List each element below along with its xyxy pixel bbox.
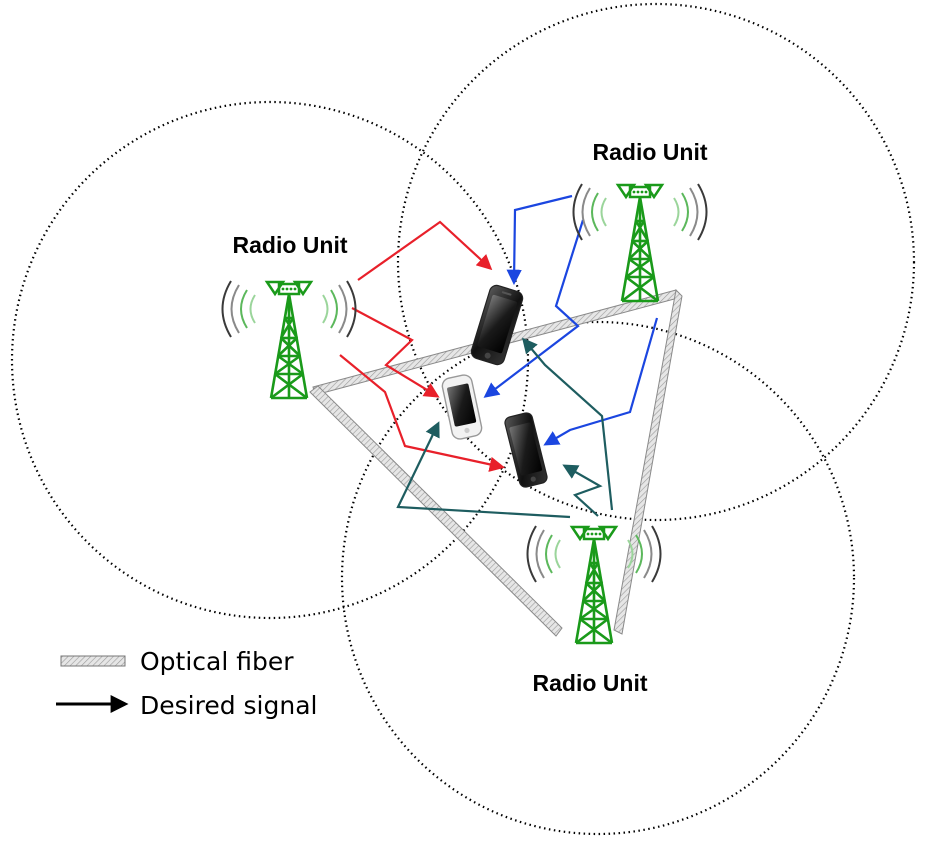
signals-left-ru (339, 220, 506, 472)
coverage-circles (10, 2, 916, 836)
signal-arrow (396, 421, 571, 519)
wireless-wave-icon (322, 280, 357, 338)
radio-unit-label-bottom: Radio Unit (533, 670, 648, 696)
wireless-wave-icon (572, 183, 607, 241)
coverage-circle-bottom (340, 320, 856, 836)
coverage-circle-right (396, 2, 916, 522)
fiber-bottom-left (309, 385, 563, 637)
smartphone-icon (441, 374, 483, 440)
radio-tower-icon (616, 183, 664, 303)
signal-arrow (543, 317, 659, 446)
legend-fiber-swatch (60, 655, 126, 667)
signal-arrow (483, 219, 585, 398)
radio-tower-icon (265, 280, 313, 400)
coverage-circle-left (10, 100, 530, 620)
radio-unit-right (572, 183, 708, 303)
signals-right-ru (483, 194, 659, 446)
signal-arrow (357, 220, 493, 281)
signals-bottom-ru (396, 337, 614, 519)
radio-unit-label-left: Radio Unit (233, 232, 348, 258)
radio-unit-left (221, 280, 357, 400)
signal-arrow (522, 337, 614, 511)
smartphone-icon (470, 284, 524, 366)
signal-arrow (506, 194, 573, 286)
legend-signal-label: Desired signal (140, 691, 317, 720)
fiber-right-bottom (613, 288, 683, 635)
radio-unit-label-right: Radio Unit (593, 139, 708, 165)
wireless-wave-icon (526, 525, 561, 583)
smartphone-icon (504, 412, 548, 488)
signal-arrow (339, 354, 506, 472)
signal-arrow (351, 307, 440, 398)
legend: Optical fiber Desired signal (56, 647, 317, 720)
radio-tower-icon (570, 525, 618, 645)
wireless-wave-icon (221, 280, 256, 338)
smartphone-right (504, 412, 548, 488)
smartphone-top (470, 284, 524, 366)
smartphone-middle (441, 374, 483, 440)
wireless-wave-icon (673, 183, 708, 241)
legend-fiber-label: Optical fiber (140, 647, 294, 676)
signal-arrow (562, 464, 603, 517)
